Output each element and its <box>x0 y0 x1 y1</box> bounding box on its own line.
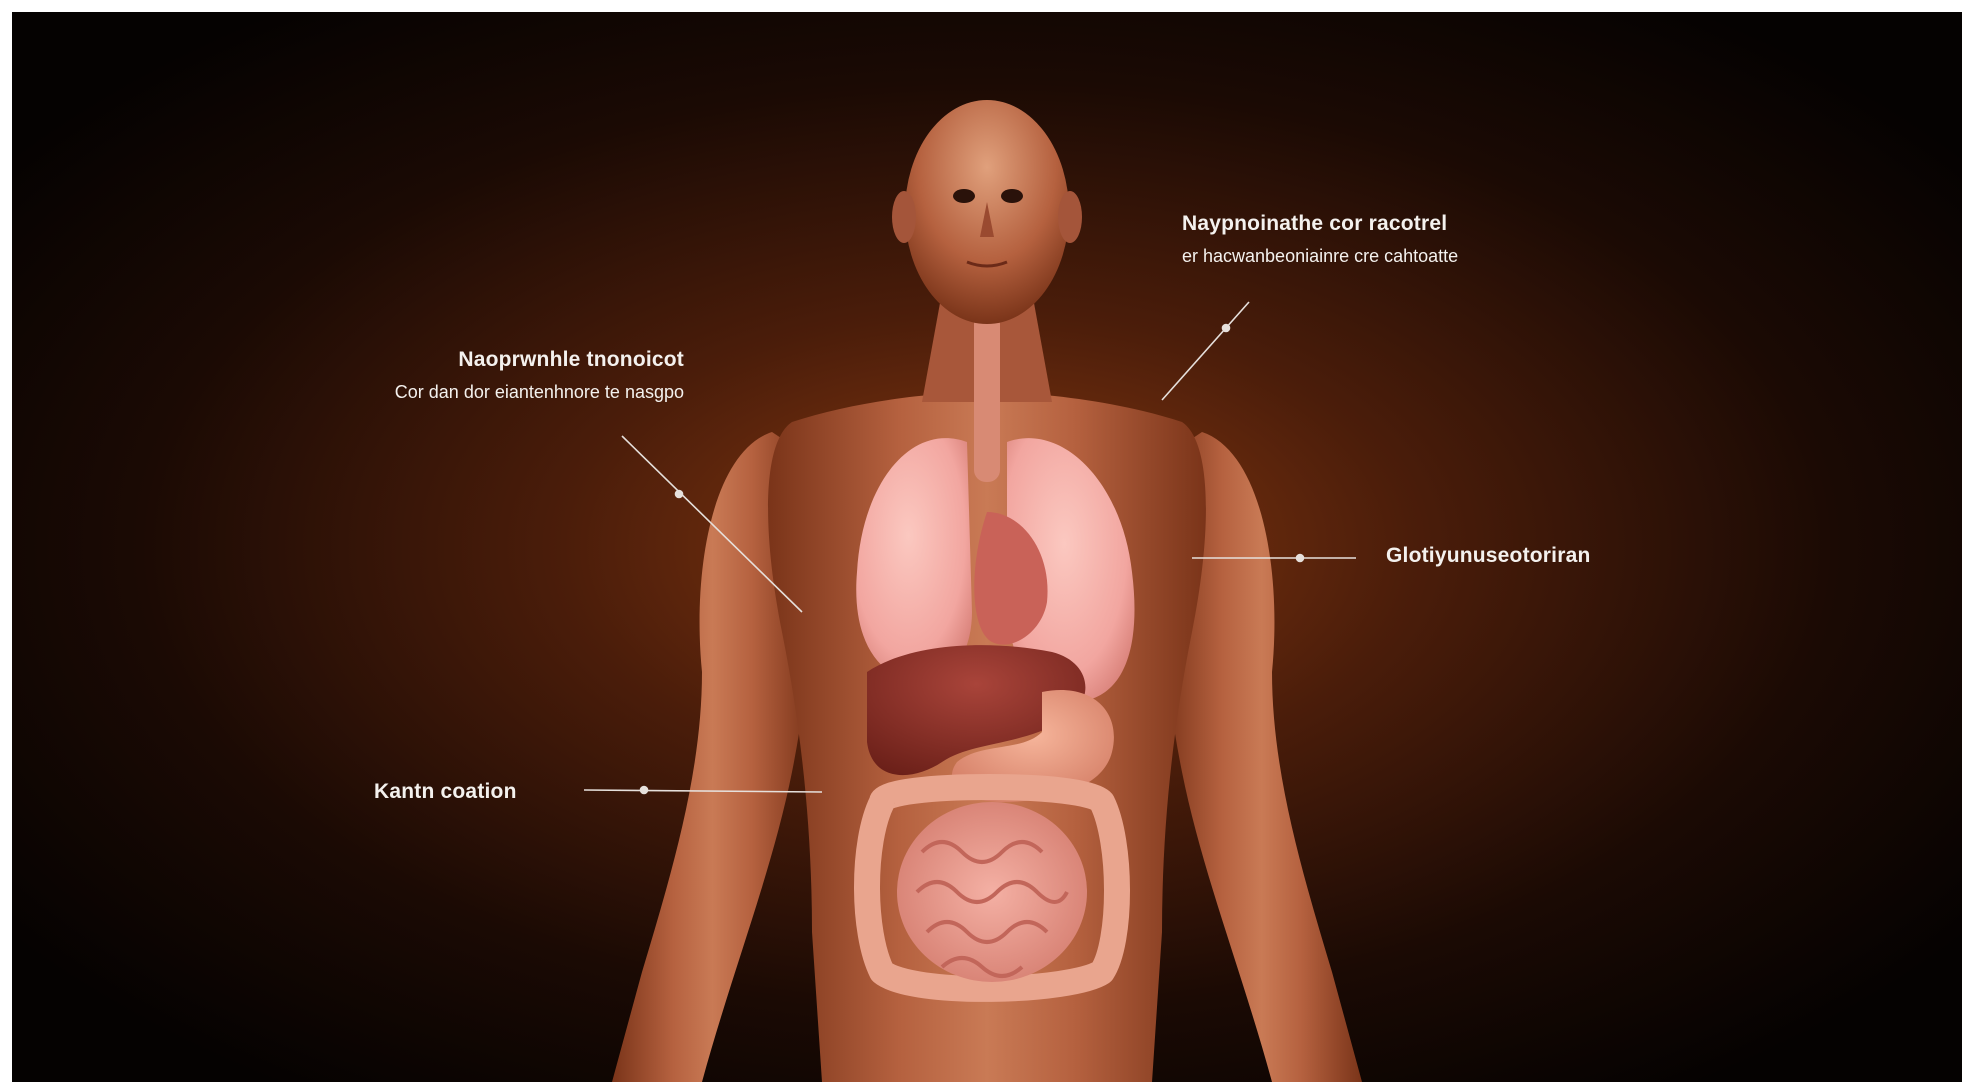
callout-mid-right: Glotiyunuseotoriran <box>1386 544 1590 568</box>
leader-dot-mid-right <box>1297 555 1304 562</box>
trachea <box>974 312 1000 482</box>
callout-mid-right-title: Glotiyunuseotoriran <box>1386 544 1590 568</box>
callout-upper-right-title: Naypnoinathe cor racotrel <box>1182 212 1458 236</box>
leader-dot-upper-right <box>1223 325 1230 332</box>
anatomy-illustration <box>12 12 1962 1082</box>
right-ear <box>1058 191 1082 243</box>
callout-upper-right-subtitle: er hacwanbeoniainre cre cahtoatte <box>1182 246 1458 267</box>
anatomy-illustration-frame: Naoprwnhle tnonoicot Cor dan dor eianten… <box>12 12 1962 1082</box>
callout-upper-left: Naoprwnhle tnonoicot Cor dan dor eianten… <box>395 348 684 403</box>
small-intestine <box>897 802 1087 982</box>
left-eye <box>953 189 975 203</box>
callout-upper-left-title: Naoprwnhle tnonoicot <box>395 348 684 372</box>
right-eye <box>1001 189 1023 203</box>
left-ear <box>892 191 916 243</box>
callout-lower-left-title: Kantn coation <box>374 780 517 804</box>
callout-lower-left: Kantn coation <box>374 780 517 804</box>
callout-upper-left-subtitle: Cor dan dor eiantenhnore te nasgpo <box>395 382 684 403</box>
callout-upper-right: Naypnoinathe cor racotrel er hacwanbeoni… <box>1182 212 1458 267</box>
leader-dot-upper-left <box>676 491 683 498</box>
leader-dot-lower-left <box>641 787 648 794</box>
